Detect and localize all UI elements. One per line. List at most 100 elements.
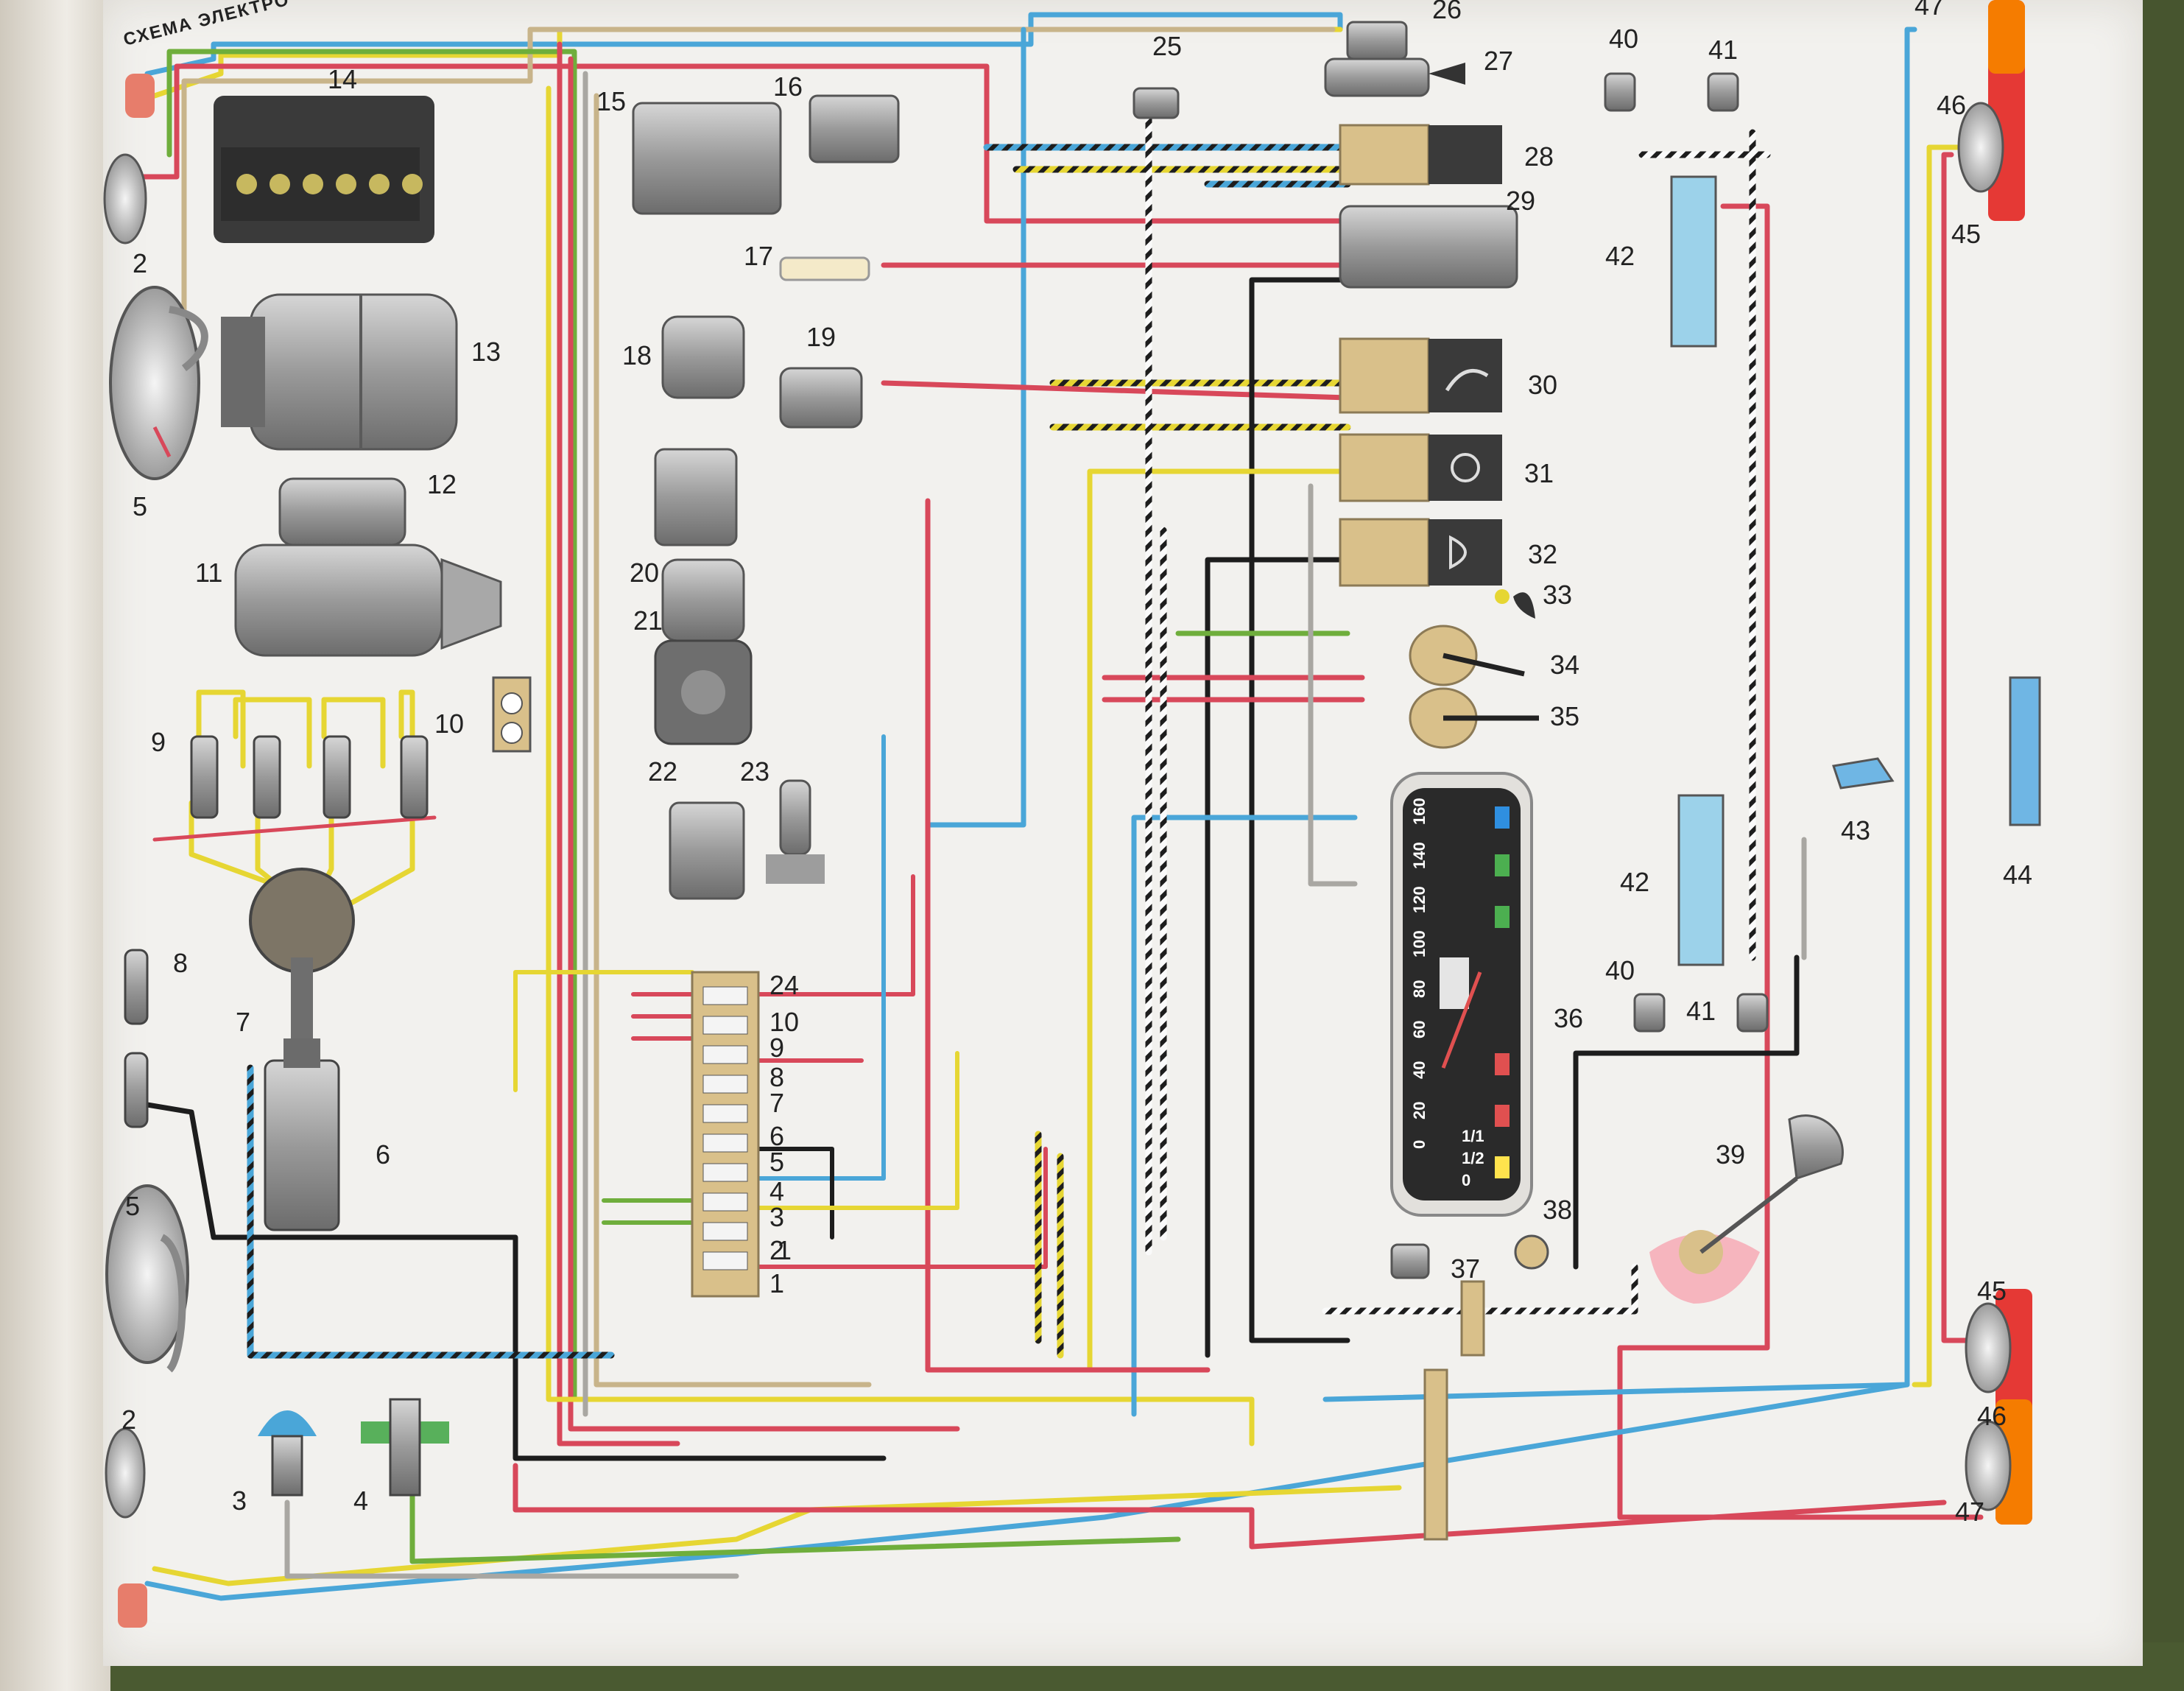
- wire-bus-yellow-hatch-2: [1049, 379, 1351, 431]
- component-lamp-23: [766, 779, 825, 884]
- wire-plug-yellow-1: [196, 689, 246, 769]
- component-switch-32: [1339, 518, 1502, 587]
- wiper-icon: [1445, 368, 1489, 392]
- callout-2-bottom: 2: [121, 1405, 136, 1435]
- component-sender-38: [1514, 1234, 1549, 1270]
- fuse-label-10: 10: [769, 1007, 799, 1037]
- fuel-mark-0: 0: [1462, 1171, 1470, 1189]
- component-voltage-regulator: [632, 102, 782, 215]
- component-relay-16: [809, 94, 900, 164]
- callout-12: 12: [427, 469, 457, 499]
- wire-fuse-red-right: [756, 874, 1048, 1269]
- callout-16: 16: [773, 71, 803, 102]
- callout-6: 6: [376, 1139, 390, 1170]
- speed-label-60: 60: [1410, 1021, 1429, 1038]
- component-headlamp-bottom: [105, 1184, 189, 1373]
- wire-plug-to-dist-4: [343, 807, 415, 909]
- speed-label-140: 140: [1410, 842, 1429, 869]
- component-wiper-motor: [654, 558, 753, 745]
- wire-fuse-yellow-right: [756, 1051, 959, 1210]
- component-interior-lamp-top: [1670, 175, 1717, 348]
- callout-11: 11: [195, 558, 222, 588]
- fuse-label-1: 1: [769, 1268, 784, 1298]
- speedometer-scale: 0 20 40 60 80 100 120 140 160: [1410, 798, 1429, 1149]
- component-front-side-lamp-bottom: [105, 1427, 147, 1628]
- wire-right-black: [1573, 955, 1800, 1270]
- callout-13: 13: [471, 337, 501, 367]
- callout-42-bottom: 42: [1620, 867, 1649, 897]
- callout-24: 24: [769, 970, 799, 1000]
- wire-bottom-grey: [284, 1500, 739, 1579]
- callout-42-top: 42: [1605, 241, 1635, 271]
- wire-top-red: [130, 63, 1343, 224]
- component-switch-28: [1339, 124, 1502, 186]
- component-door-switches-bottom: [1633, 993, 1769, 1033]
- fuse-number-labels: 10 9 8 7 6 5 4 3 2 1: [769, 1007, 799, 1298]
- component-fuse-socket: [492, 676, 532, 753]
- callout-22: 22: [648, 756, 677, 787]
- callout-35: 35: [1550, 701, 1579, 731]
- wire-fuse-green-a: [602, 1198, 694, 1225]
- callout-45-top: 45: [1951, 219, 1981, 249]
- wire-trunk-yellow: [546, 85, 1255, 1446]
- wire-trunk-blue: [925, 27, 1026, 828]
- wire-bus-grey-1: [1308, 483, 1358, 887]
- wire-top-beige: [181, 27, 1336, 312]
- callout-43: 43: [1841, 815, 1870, 846]
- speed-label-0: 0: [1410, 1140, 1429, 1149]
- wire-bottom-hatch-blue: [247, 1064, 615, 1359]
- callout-3: 3: [232, 1486, 247, 1516]
- callout-46-bottom: 46: [1977, 1401, 2007, 1431]
- wire-fuse-blue-right: [756, 734, 886, 1181]
- callout-15: 15: [596, 86, 626, 116]
- wire-bottom-red: [512, 1463, 1947, 1550]
- fuse-label-5: 5: [769, 1147, 784, 1177]
- component-temperature-sensor: [361, 1398, 449, 1497]
- wire-right-blue: [1322, 27, 1917, 1402]
- fuse-label-4: 4: [769, 1176, 784, 1206]
- component-license-lamp-44: [2009, 676, 2041, 826]
- callout-39: 39: [1716, 1139, 1745, 1170]
- wire-bottom-black: [144, 1102, 887, 1461]
- callout-40-bottom: 40: [1605, 955, 1635, 985]
- component-rear-lamp-top: [1957, 0, 2025, 221]
- wire-trunk-red-1: [557, 41, 680, 1446]
- wire-bus-black-2: [1205, 557, 1350, 1358]
- component-switch-30: [1339, 337, 1502, 414]
- wire-bus-blue-1: [1131, 815, 1358, 1417]
- component-fuse-box: [691, 971, 760, 1298]
- component-oil-pressure-sensor: [258, 1410, 317, 1497]
- speed-label-80: 80: [1410, 980, 1429, 998]
- fuse-label-7: 7: [769, 1088, 784, 1118]
- component-spark-plugs: [190, 735, 429, 819]
- wire-harness: [130, 12, 1984, 1601]
- speed-label-120: 120: [1410, 886, 1429, 913]
- callout-4: 4: [353, 1486, 368, 1516]
- speed-label-160: 160: [1410, 798, 1429, 825]
- fuse-label-3: 3: [769, 1202, 784, 1232]
- connector-block-bottom: [1423, 1280, 1485, 1541]
- callout-7: 7: [236, 1007, 250, 1037]
- callout-40-top: 40: [1609, 24, 1638, 54]
- callout-23: 23: [740, 756, 769, 787]
- wire-top-green: [166, 49, 577, 1402]
- component-sender-37: [1390, 1243, 1430, 1279]
- component-instrument-cluster: 0 20 40 60 80 100 120 140 160 0 1/2 1/1: [1390, 772, 1533, 1217]
- component-distributor: [249, 868, 355, 1046]
- component-gauge-34: [1409, 625, 1525, 686]
- callout-41-bottom: 41: [1686, 996, 1716, 1026]
- callout-5-bottom: 5: [125, 1191, 140, 1221]
- callout-8: 8: [173, 948, 188, 978]
- component-relay-20: [654, 448, 738, 546]
- component-relay-22: [669, 801, 745, 900]
- speed-label-40: 40: [1410, 1061, 1429, 1079]
- callout-2-top: 2: [133, 248, 147, 278]
- callout-36: 36: [1554, 1003, 1583, 1033]
- component-front-side-lamp-left: [103, 74, 155, 245]
- callout-38: 38: [1543, 1195, 1572, 1225]
- wire-bus-white-hatch: [1145, 114, 1167, 1256]
- wire-bottom-yellow: [152, 1485, 1402, 1586]
- callout-44: 44: [2003, 859, 2032, 890]
- callout-20: 20: [630, 558, 659, 588]
